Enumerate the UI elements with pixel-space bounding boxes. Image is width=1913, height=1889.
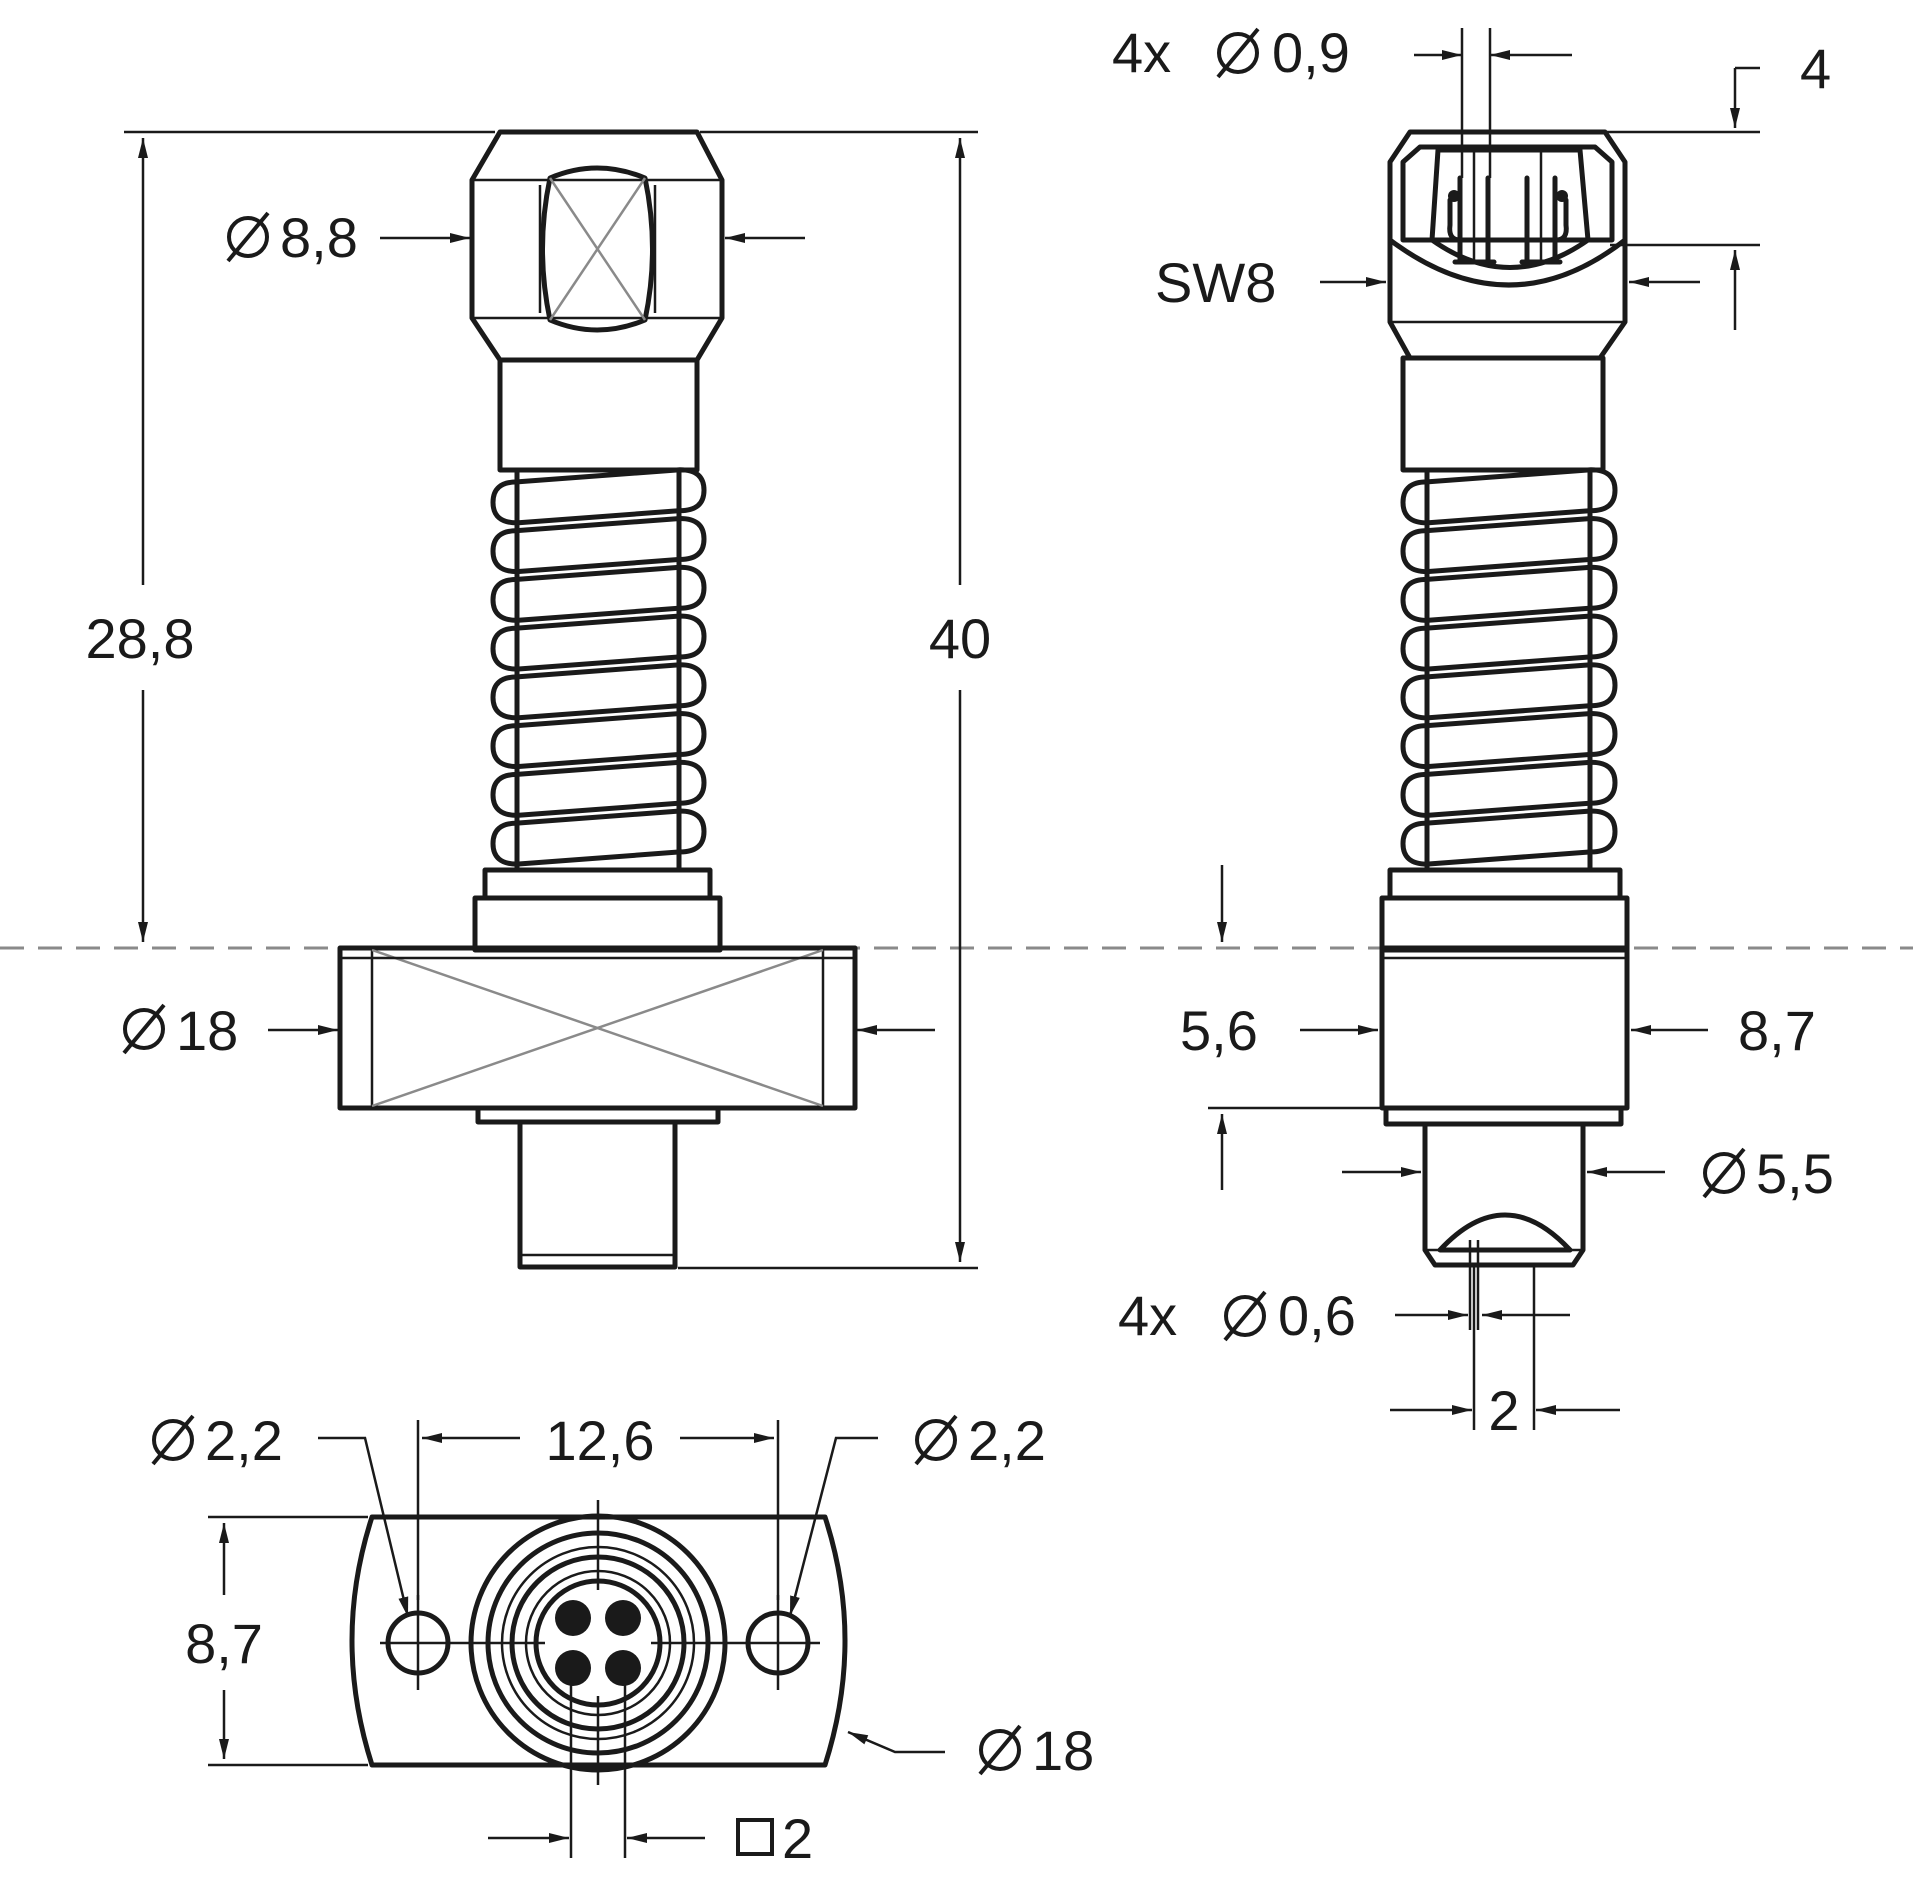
- diameter-icon: [914, 1414, 958, 1466]
- front-dim-flange-diameter: 18: [176, 999, 238, 1062]
- diameter-icon: [978, 1724, 1022, 1776]
- bottom-dim-pin-square: 2: [782, 1807, 813, 1870]
- spring-coil: [490, 808, 707, 867]
- bottom-view: 2,2 12,6 2,2 8,7 18 2: [151, 1409, 1094, 1870]
- front-neck: [497, 357, 700, 473]
- bottom-dim-height: 8,7: [185, 1612, 263, 1675]
- bottom-connector-pins: [545, 1590, 651, 1696]
- side-dim-pin-diameter-top: 0,9: [1272, 21, 1350, 84]
- side-bottom-contact: [1437, 1212, 1573, 1253]
- bottom-dim-hole-spacing: 12,6: [546, 1409, 655, 1472]
- spring-coil: [1400, 467, 1618, 526]
- diameter-icon: [122, 1003, 166, 1055]
- bottom-connector-outer-ring: [468, 1513, 728, 1773]
- front-collar-upper: [482, 867, 713, 901]
- side-dim-pin-count-bottom: 4x: [1118, 1284, 1177, 1347]
- side-neck: [1400, 355, 1606, 473]
- side-head-hatched-section: [1400, 144, 1615, 243]
- side-collar-lower: [1379, 895, 1630, 953]
- side-dim-pin-diameter-bottom: 0,6: [1278, 1284, 1356, 1347]
- front-spring: [490, 467, 707, 867]
- diameter-icon: [1702, 1147, 1746, 1199]
- diameter-icon: [151, 1414, 195, 1466]
- side-dim-wrench-size: SW8: [1155, 251, 1276, 314]
- side-dim-flange-left: 5,6: [1180, 999, 1258, 1062]
- bottom-dim-flange-diameter: 18: [1032, 1719, 1094, 1782]
- front-bottom-sleeve: [517, 1119, 678, 1270]
- spring-coil: [490, 467, 707, 526]
- diameter-icon: [1216, 27, 1260, 79]
- spring-coil: [1400, 564, 1618, 623]
- spring-coil: [1400, 662, 1618, 721]
- front-collar-lower: [472, 895, 723, 953]
- front-dim-height-top: 28,8: [86, 607, 195, 670]
- front-dim-height-total: 40: [929, 607, 991, 670]
- square-icon: [736, 1818, 774, 1856]
- spring-coil: [490, 759, 707, 818]
- side-dim-flange-right: 8,7: [1738, 999, 1816, 1062]
- side-head: [1387, 129, 1628, 361]
- side-head-pins: [1447, 150, 1569, 265]
- front-dim-hex-diameter: 8,8: [280, 206, 358, 269]
- bottom-flange-outline: [349, 1514, 848, 1768]
- diameter-icon: [1223, 1290, 1267, 1342]
- side-dim-sleeve-diameter: 5,5: [1756, 1142, 1834, 1205]
- spring-coil: [490, 662, 707, 721]
- diameter-icon: [226, 211, 270, 263]
- bottom-dim-hole-right: 2,2: [968, 1409, 1046, 1472]
- side-head-cavity: [1429, 147, 1591, 270]
- front-view: 8,8 28,8 40 18: [86, 129, 991, 1270]
- spring-coil: [1400, 710, 1618, 770]
- spring-coil: [1400, 515, 1618, 575]
- spring-coil: [490, 515, 707, 575]
- spring-coil: [490, 564, 707, 623]
- side-collar-upper: [1387, 867, 1623, 901]
- spring-coil: [1400, 808, 1618, 867]
- spring-coil: [490, 710, 707, 770]
- side-view: 4x 0,9 4 SW8 5,6 8,7 5,5 4x: [1112, 21, 1834, 1442]
- spring-coil: [1400, 759, 1618, 818]
- spring-coil: [490, 613, 707, 672]
- side-flange: [1379, 945, 1630, 1111]
- side-dim-pin-count-top: 4x: [1112, 21, 1171, 84]
- side-dim-pin-depth: 4: [1800, 37, 1831, 100]
- bottom-dim-hole-left: 2,2: [205, 1409, 283, 1472]
- side-dim-pin-spacing: 2: [1488, 1379, 1519, 1442]
- side-spring: [1400, 467, 1618, 867]
- spring-coil: [1400, 613, 1618, 672]
